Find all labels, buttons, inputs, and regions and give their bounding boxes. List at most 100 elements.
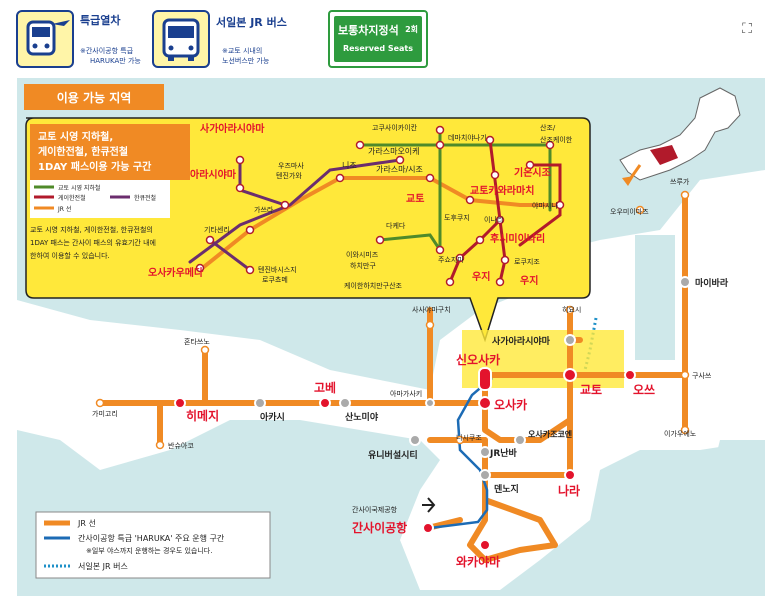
label-sannomiya: 산노미야 [345, 411, 379, 423]
label-amagasaki: 아마가사키 [390, 389, 422, 398]
inset-label-kokusaikaikan: 고쿠사이카이칸 [372, 123, 418, 132]
station-tennoji-marker [479, 469, 491, 481]
main-stations [95, 190, 691, 551]
label-akashi: 아카시 [260, 411, 285, 423]
inset-note-2: 1DAY 패스는 간사이 패스의 유효기간 내에 [30, 238, 156, 247]
inset-label-sagaarashiyama: 사가아라시야마 [200, 122, 265, 135]
inset-label-iwashimizu-2: 하치만구 [350, 261, 376, 270]
label-tsuruga: 쓰루가 [670, 177, 690, 186]
label-kyoto: 교토 [580, 383, 602, 397]
legend-subway-label: 교토 시영 지하철 [58, 184, 100, 192]
inset-jr-line [198, 176, 562, 272]
inset-label-katsura: 가쓰라 [254, 205, 274, 214]
reserved-seats-badge: 보통차지정석 2회 Reserved Seats [328, 10, 428, 68]
station-shinosaka-marker [478, 367, 492, 391]
station-amagasaki-marker [425, 398, 435, 408]
label-osakajokoen: 오사카조코엔 [528, 429, 572, 439]
inset-label-keihan-terminal: 케이한하치만구산조 [344, 281, 403, 290]
label-maibara: 마이바라 [695, 277, 729, 289]
inset-label-fushimiinari: 후시미이나리 [490, 232, 545, 245]
inset-label-kyotokawaramachi: 교토카와라마치 [470, 184, 534, 197]
inset-note-3: 한하여 이용할 수 있습니다. [30, 251, 110, 260]
section-title: 이용 가능 지역 [57, 90, 132, 105]
station-akashi-marker [254, 397, 266, 409]
inset-label-uzumasa-1: 우즈마사 [278, 161, 304, 170]
label-sasayama: 사사야마구치 [412, 305, 451, 314]
station-kyoto-marker [563, 368, 577, 382]
bus-note-2: 노선버스만 가능 [222, 57, 270, 65]
inset-label-demachiyanagi: 데마치야나기 [448, 133, 487, 142]
limited-express-train-icon [16, 10, 74, 68]
limited-express-title: 특급열차 [80, 14, 121, 27]
limited-express-note-1: ※간사이공항 특급 [80, 47, 134, 55]
station-otsu-marker [624, 369, 636, 381]
station-kobe-marker [319, 397, 331, 409]
inset-label-karasumaoike: 가라스마오이케 [368, 146, 420, 156]
label-osaka: 오사카 [494, 397, 527, 412]
expand-icon[interactable]: ⛶ [742, 21, 752, 37]
section-title-bg [24, 84, 164, 110]
inset-label-arashiyama: 아라시야마 [190, 168, 237, 181]
inset-label-kitasenri: 기타센리 [204, 225, 230, 234]
label-omiimaizu: 오우미이마즈 [610, 207, 649, 216]
label-tennoji: 덴노지 [494, 483, 519, 495]
label-nara: 나라 [558, 483, 580, 498]
station-himeji-marker [174, 397, 186, 409]
station-universal-marker [409, 434, 421, 446]
airplane-icon [422, 497, 436, 513]
legend-haruka-note: ※일부 야스까지 운행하는 경우도 있습니다. [86, 546, 212, 555]
inset-heading-2: 게이한전철, 한큐전철 [38, 145, 128, 158]
label-kobe: 고베 [314, 380, 336, 395]
legend-jr-inset-label: JR 선 [57, 205, 71, 213]
legend-bus-label: 서일본 JR 버스 [78, 561, 128, 571]
station-kansaiairport-marker [422, 522, 434, 534]
inset-heading-bg [30, 124, 190, 180]
limited-express-note-2: HARUKA만 가능 [90, 57, 141, 65]
east-sea [700, 440, 765, 596]
station-sagaarashiyama-marker [564, 334, 576, 346]
inset-label-gionshijo: 기온시조 [514, 166, 551, 179]
station-jrnamba-marker [479, 446, 491, 458]
pass-features-bar: 특급열차 ※간사이공항 특급 HARUKA만 가능 서일본 JR 버스 ※교토 … [0, 0, 773, 76]
reserved-seats-label: 보통차지정석 [338, 24, 399, 37]
inset-label-iwashimizu-1: 이와시미즈 [346, 250, 379, 259]
label-wakayama: 와카야마 [456, 554, 500, 569]
label-hontatsuno: 혼타쓰노 [184, 337, 210, 346]
legend-haruka-label: 간사이공항 특급 'HARUKA' 주요 운행 구간 [78, 533, 225, 543]
label-kusatsu: 구사쓰 [692, 371, 712, 380]
inset-label-daigo: 다케다 [386, 221, 406, 230]
inset-label-uji-a: 우지 [472, 270, 490, 283]
label-jrnamba: JR난바 [489, 447, 518, 459]
haruka-route [429, 377, 493, 530]
inset-label-tenjinbashi-1: 텐진바시스지 [258, 265, 297, 274]
label-iga: 이가우에노 [664, 429, 697, 438]
inset-label-kyoto: 교토 [406, 193, 424, 205]
bus-icon [152, 10, 210, 68]
bus-title: 서일본 JR 버스 [216, 16, 287, 29]
inset-hankyu-line [188, 158, 402, 264]
reserved-seats-count: 2회 [405, 25, 418, 34]
inset-label-sanjo-2: 산조케이한 [540, 135, 573, 144]
inset-label-nijo: 니조 [342, 160, 357, 170]
station-wakayama-marker [479, 539, 491, 551]
inset-label-osakaumeda: 오사카우메다 [148, 266, 204, 279]
label-bansyuako: 반슈아코 [168, 441, 194, 450]
inset-label-yamashina: 야마시나 [532, 201, 558, 210]
station-sannomiya-marker [339, 397, 351, 409]
inset-label-tofukuji: 도후쿠지 [444, 213, 470, 222]
inset-label-rokujizo: 로쿠지조 [514, 257, 540, 266]
label-kamigori: 가미고리 [92, 409, 118, 418]
label-hiyoshi: 히요시 [562, 305, 581, 314]
inset-note-1: 교토 시영 지하철, 게이한전철, 한큐전철의 [30, 225, 153, 234]
legend-hankyu-label: 한큐전철 [134, 194, 156, 202]
station-osaka-marker [478, 396, 492, 410]
label-nishikujo: 니시쿠조 [456, 433, 482, 442]
label-himeji: 히메지 [186, 408, 219, 423]
label-kansaiairport-sub: 간사이국제공항 [352, 505, 398, 514]
map-legend: JR 선 간사이공항 특급 'HARUKA' 주요 운행 구간 ※일부 야스까지… [35, 511, 271, 579]
inset-label-chushojima: 주쇼지마 [438, 255, 464, 264]
label-otsu: 오쓰 [633, 383, 655, 397]
label-kansaiairport: 간사이공항 [352, 520, 407, 535]
station-nara-marker [564, 469, 576, 481]
